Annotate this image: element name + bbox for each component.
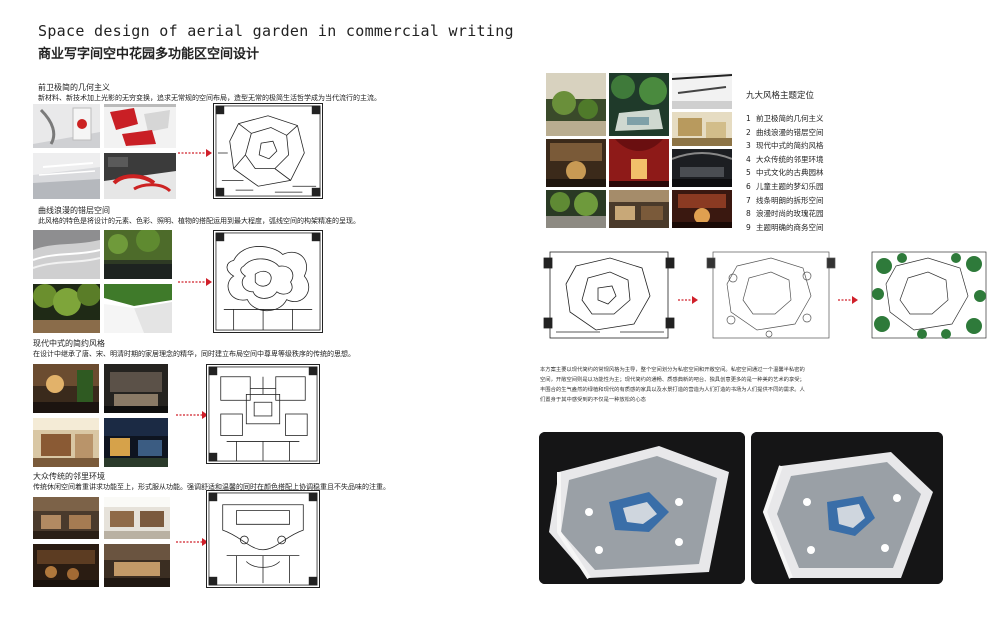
section-2-photo-a <box>33 230 100 279</box>
section-1-photo-a <box>33 104 100 148</box>
section-3-heading: 现代中式的简约风格 <box>33 339 105 348</box>
section-4-photo-a <box>33 497 99 539</box>
section-3-description: 在设计中继承了唐、宋、明清时期的家居理念的精华，同时建立布局空间中尊卑等级秩序的… <box>33 350 355 358</box>
style-list-title: 九大风格主题定位 <box>746 91 815 101</box>
section-1-photo-c <box>33 153 100 199</box>
mood-photo-7 <box>672 149 732 187</box>
section-4-heading: 大众传统的邻里环境 <box>33 472 105 481</box>
section-3-floor-plan <box>206 364 320 464</box>
mood-photo-6 <box>609 139 669 187</box>
section-4-floor-plan <box>206 490 320 588</box>
mood-photo-4 <box>672 112 732 146</box>
section-4-description: 传统休闲空间着重讲求功能至上，形式服从功能。强调舒适和温馨的同时在颜色搭配上协调… <box>33 483 390 491</box>
section-4-photo-b <box>104 497 170 539</box>
section-3-arrow <box>176 411 208 419</box>
process-arrow-1 <box>678 296 698 304</box>
section-1-photo-d <box>104 153 176 199</box>
title-chinese: 商业写字间空中花园多功能区空间设计 <box>38 47 260 62</box>
section-2-description: 此风格的特色是将设计的元素、色彩、照明、植物的搭配运用到最大程度，弧线空间的构架… <box>38 217 360 225</box>
section-1-heading: 前卫极简的几何主义 <box>38 83 110 92</box>
section-2-floor-plan <box>213 230 323 333</box>
section-3-photo-b <box>104 364 168 413</box>
mood-photo-2 <box>609 73 669 136</box>
title-english: Space design of aerial garden in commerc… <box>38 22 514 40</box>
render-view-1 <box>539 432 745 584</box>
section-1-photo-b <box>104 104 176 148</box>
mood-photo-5 <box>546 139 606 187</box>
mood-photo-10 <box>672 190 732 228</box>
render-view-2 <box>751 432 943 584</box>
mood-photo-3 <box>672 73 732 109</box>
process-plan-draft <box>703 248 838 343</box>
section-1-floor-plan <box>213 103 323 199</box>
body-paragraph: 本方案主要以现代简约的常规风格为主导，整个空间划分为私密空间和开敞空间。私密空间… <box>540 367 805 403</box>
process-plan-sketch <box>540 248 678 343</box>
section-1-arrow <box>178 149 212 157</box>
section-2-heading: 曲线浪漫的错层空间 <box>38 206 110 215</box>
section-2-photo-d <box>104 284 172 333</box>
process-plan-colored <box>862 248 994 343</box>
section-2-photo-b <box>104 230 172 279</box>
section-3-photo-c <box>33 418 99 467</box>
section-1-description: 新材料、新技术加上光影的无穷变换，追求无常规的空间布局，造型无常的极简生活哲学成… <box>38 94 381 102</box>
mood-photo-9 <box>609 190 669 228</box>
section-4-photo-c <box>33 544 99 587</box>
section-2-arrow <box>178 278 212 286</box>
mood-photo-8 <box>546 190 606 228</box>
section-2-photo-c <box>33 284 100 333</box>
mood-photo-1 <box>546 73 606 136</box>
section-4-arrow <box>176 538 208 546</box>
section-3-photo-a <box>33 364 99 413</box>
process-arrow-2 <box>838 296 858 304</box>
section-4-photo-d <box>104 544 170 587</box>
section-3-photo-d <box>104 418 168 467</box>
